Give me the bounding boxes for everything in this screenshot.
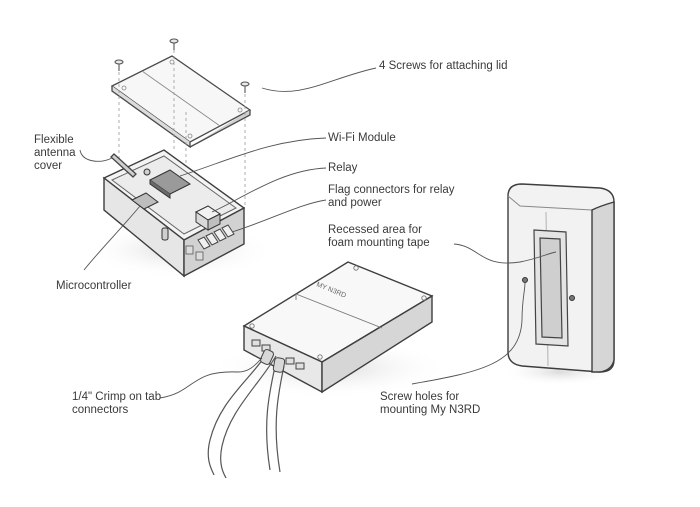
screw-icon xyxy=(240,81,250,93)
label-crimp-line-1: 1/4" Crimp on tab xyxy=(72,391,162,403)
label-recessed-line-2: foam mounting tape xyxy=(328,237,430,249)
label-flag-line-2: and power xyxy=(328,197,382,209)
label-recessed-line-1: Recessed area for xyxy=(328,224,422,236)
label-holes-line-1: Screw holes for xyxy=(380,391,460,403)
leader-holes xyxy=(411,282,526,385)
recessed-area xyxy=(533,229,569,347)
label-crimp-line-2: connectors xyxy=(72,404,129,416)
flag-connectors xyxy=(197,224,235,250)
label-antenna-line-3: cover xyxy=(34,160,63,172)
label-screws: 4 Screws for attaching lid xyxy=(379,60,508,72)
leader-screws xyxy=(261,67,377,92)
capacitor xyxy=(161,227,169,241)
label-microcontroller: Microcontroller xyxy=(56,280,132,292)
label-antenna-line-1: Flexible xyxy=(34,134,74,146)
leader-flag xyxy=(231,199,327,233)
label-antenna-line-2: antenna xyxy=(34,147,76,159)
label-relay: Relay xyxy=(328,162,358,174)
screw-hole xyxy=(522,277,575,301)
leader-crimp xyxy=(159,357,263,399)
screw-icon xyxy=(169,38,179,50)
label-flag-line-1: Flag connectors for relay xyxy=(328,184,455,196)
relay-component xyxy=(195,205,221,231)
wifi-module xyxy=(143,168,191,199)
leader-wifi xyxy=(179,137,327,177)
leader-micro xyxy=(83,205,141,271)
leader-antenna xyxy=(79,149,113,162)
label-holes-line-2: mounting My N3RD xyxy=(380,404,481,416)
label-wifi-module: Wi-Fi Module xyxy=(328,132,396,144)
enclosure-lid xyxy=(110,55,252,149)
screw-icon xyxy=(114,59,124,71)
antenna-cover xyxy=(110,153,137,178)
leader-recessed xyxy=(453,243,557,264)
leader-relay xyxy=(211,167,327,213)
